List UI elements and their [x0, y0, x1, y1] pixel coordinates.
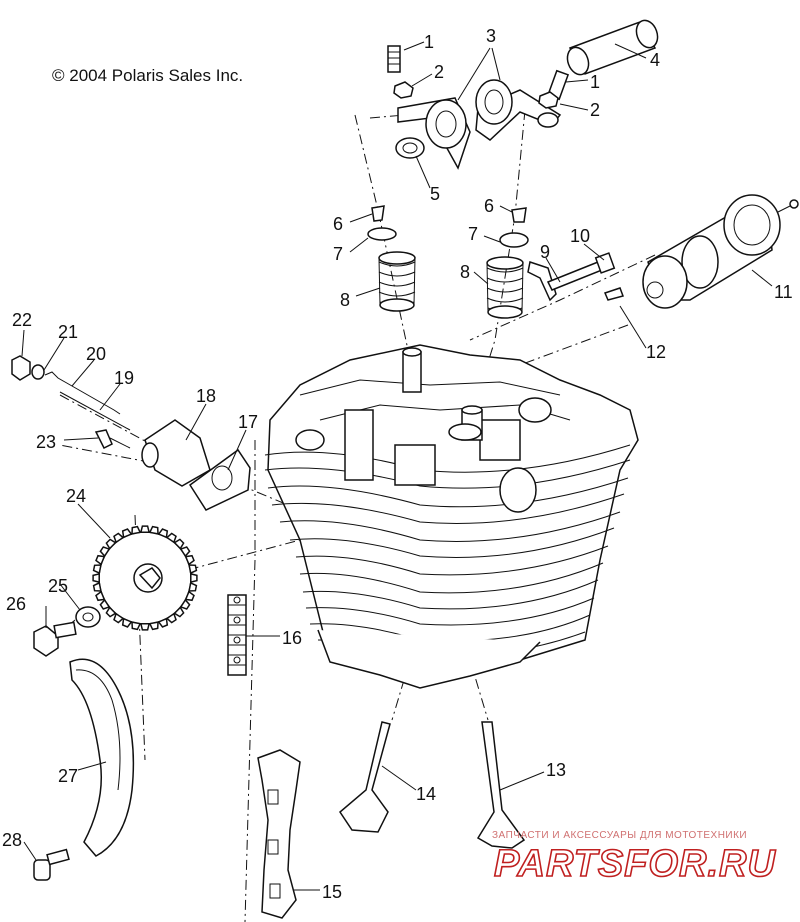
sprocket-tooth: [92, 572, 100, 584]
cam-chain-tensioner: [11, 355, 251, 511]
sprocket-tooth: [184, 554, 195, 566]
sprocket-tooth: [188, 581, 198, 592]
sprocket-tooth: [165, 612, 177, 624]
sprocket-tooth: [105, 538, 117, 550]
sprocket-bolt: [33, 621, 77, 657]
sprocket-tooth: [92, 564, 102, 575]
chain-guide-bolt: [33, 848, 70, 881]
callout-5: 5: [430, 184, 440, 204]
callout-7: 7: [468, 224, 478, 244]
callout-17: 17: [238, 412, 258, 432]
callout-20: 20: [86, 344, 106, 364]
callout-13: 13: [546, 760, 566, 780]
sprocket-tooth: [121, 528, 133, 539]
callout-21: 21: [58, 322, 78, 342]
callout-8: 8: [340, 290, 350, 310]
copyright-notice: © 2004 Polaris Sales Inc.: [52, 66, 244, 85]
callout-25: 25: [48, 576, 68, 596]
callout-18: 18: [196, 386, 216, 406]
sprocket-tooth: [121, 617, 133, 628]
callout-19: 19: [114, 368, 134, 388]
callout-3: 3: [486, 26, 496, 46]
sprocket-tooth: [105, 606, 117, 618]
sprocket-tooth: [173, 538, 185, 550]
cylinder-head: [264, 344, 639, 689]
cam-sprocket: [92, 525, 198, 631]
callout-1: 1: [424, 32, 434, 52]
chain-guide: [69, 658, 135, 857]
sprocket-tooth: [131, 621, 142, 631]
callout-27: 27: [58, 766, 78, 786]
callout-15: 15: [322, 882, 342, 902]
sprocket-tooth: [95, 590, 106, 602]
tensioner-blade: [257, 749, 301, 919]
rocker-shaft: [566, 19, 659, 76]
sprocket-tooth: [95, 554, 106, 566]
sprocket-tooth: [190, 572, 198, 584]
sprocket-washer: [75, 606, 101, 628]
callout-2: 2: [434, 62, 444, 82]
sprocket-tooth: [113, 532, 125, 544]
sprocket-tooth: [179, 598, 191, 610]
sprocket-tooth: [131, 525, 142, 535]
callout-26: 26: [6, 594, 26, 614]
callout-12: 12: [646, 342, 666, 362]
sprocket-tooth: [92, 581, 102, 592]
sprocket-tooth: [148, 525, 159, 535]
sprocket-tooth: [99, 598, 111, 610]
callout-23: 23: [36, 432, 56, 452]
sprocket-tooth: [139, 525, 151, 533]
sprocket-tooth: [139, 623, 151, 631]
callout-16: 16: [282, 628, 302, 648]
callout-7: 7: [333, 244, 343, 264]
callout-6: 6: [484, 196, 494, 216]
callout-28: 28: [2, 830, 22, 850]
sprocket-tooth: [148, 621, 159, 631]
sprocket-tooth: [157, 617, 169, 628]
callout-24: 24: [66, 486, 86, 506]
callout-10: 10: [570, 226, 590, 246]
cam-chain: [227, 594, 247, 676]
sprocket-tooth: [173, 606, 185, 618]
sprocket-tooth: [165, 532, 177, 544]
sprocket-tooth: [157, 528, 169, 539]
valve-train-left: [367, 205, 416, 312]
callout-1: 1: [590, 72, 600, 92]
callout-labels: 1 1 2 2 3 4 5 6 6 7 7 8 8 9 10 11 12 13 …: [2, 26, 793, 902]
sprocket-tooth: [113, 612, 125, 624]
watermark-brand: PARTSFOR.RU: [494, 843, 776, 885]
callout-11: 11: [774, 282, 793, 302]
leader-lines: [21, 41, 773, 891]
valve-train-right: [486, 207, 529, 319]
exhaust-valve: [339, 721, 391, 833]
camshaft: [642, 194, 799, 309]
decompression-parts: [527, 252, 624, 302]
sprocket-tooth: [184, 590, 195, 602]
watermark-tagline: ЗАПЧАСТИ И АКСЕССУАРЫ ДЛЯ МОТОТЕХНИКИ: [492, 830, 747, 841]
callout-4: 4: [650, 50, 660, 70]
callout-9: 9: [540, 242, 550, 262]
callout-8: 8: [460, 262, 470, 282]
watermark: ЗАПЧАСТИ И АКСЕССУАРЫ ДЛЯ МОТОТЕХНИКИ PA…: [492, 830, 776, 886]
sprocket-tooth: [99, 546, 111, 558]
callout-14: 14: [416, 784, 436, 804]
callout-2: 2: [590, 100, 600, 120]
callout-6: 6: [333, 214, 343, 234]
sprocket-tooth: [188, 564, 198, 575]
intake-valve: [476, 721, 526, 849]
callout-22: 22: [12, 310, 32, 330]
sprocket-tooth: [179, 546, 191, 558]
rocker-arm-assembly: [387, 45, 570, 170]
